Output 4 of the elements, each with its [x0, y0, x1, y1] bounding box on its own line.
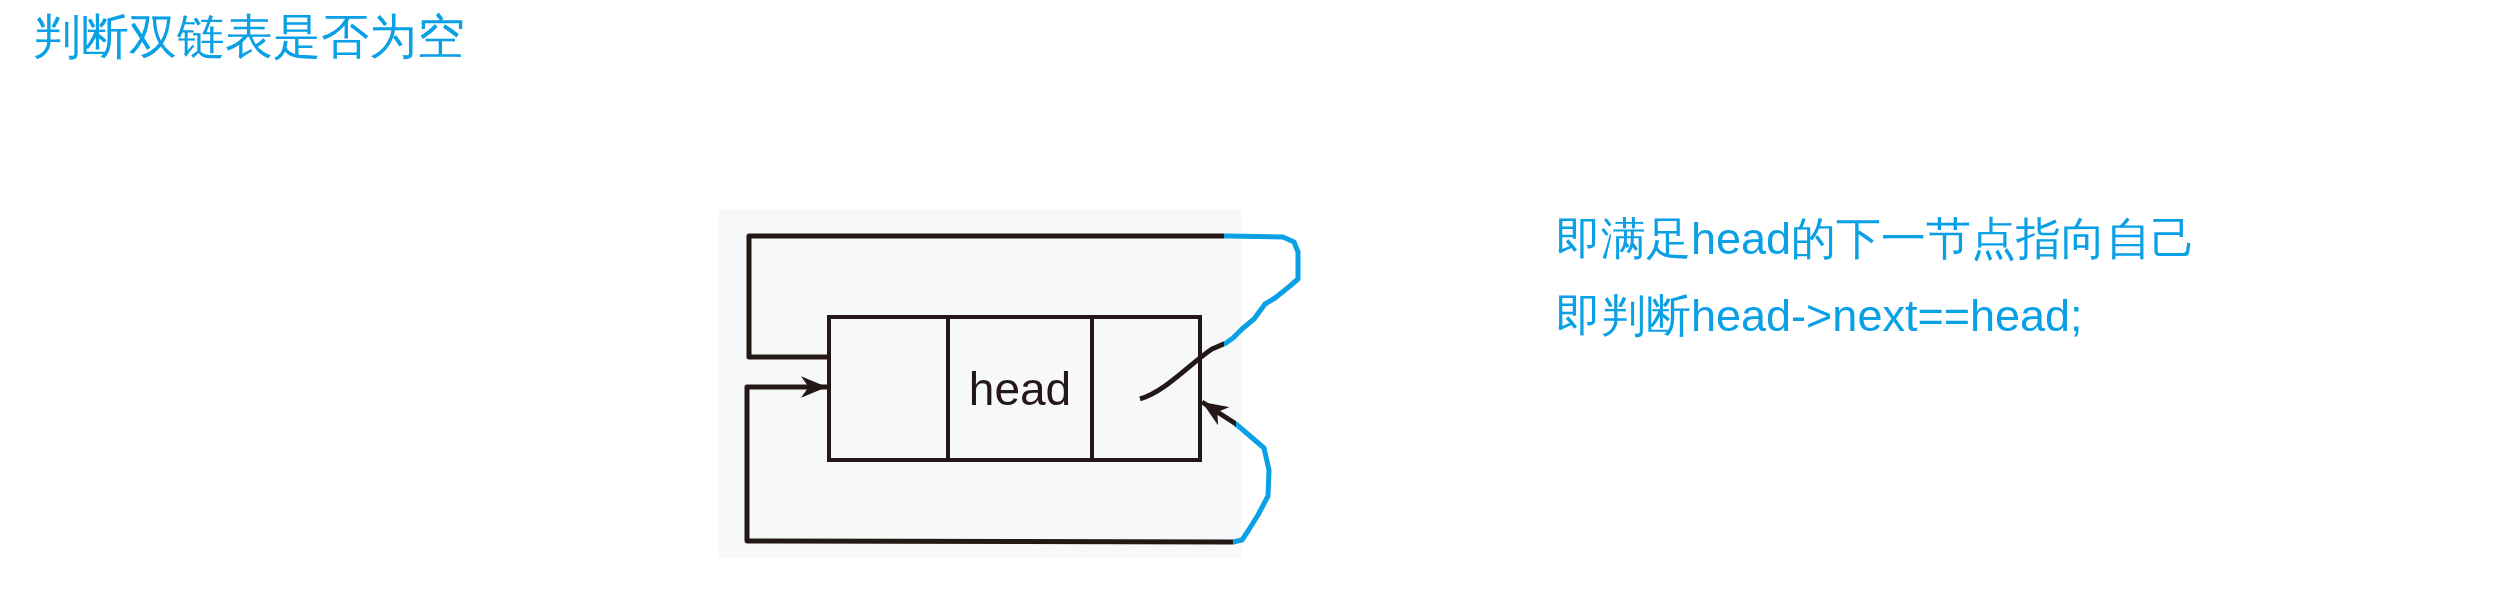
note-text: 即判断head->next==head; — [1556, 289, 2083, 343]
title: 判断双链表是否为空 — [33, 9, 465, 65]
note-text: 即满足head的下一节点指向自己 — [1556, 212, 2197, 266]
arrow — [744, 376, 1272, 545]
